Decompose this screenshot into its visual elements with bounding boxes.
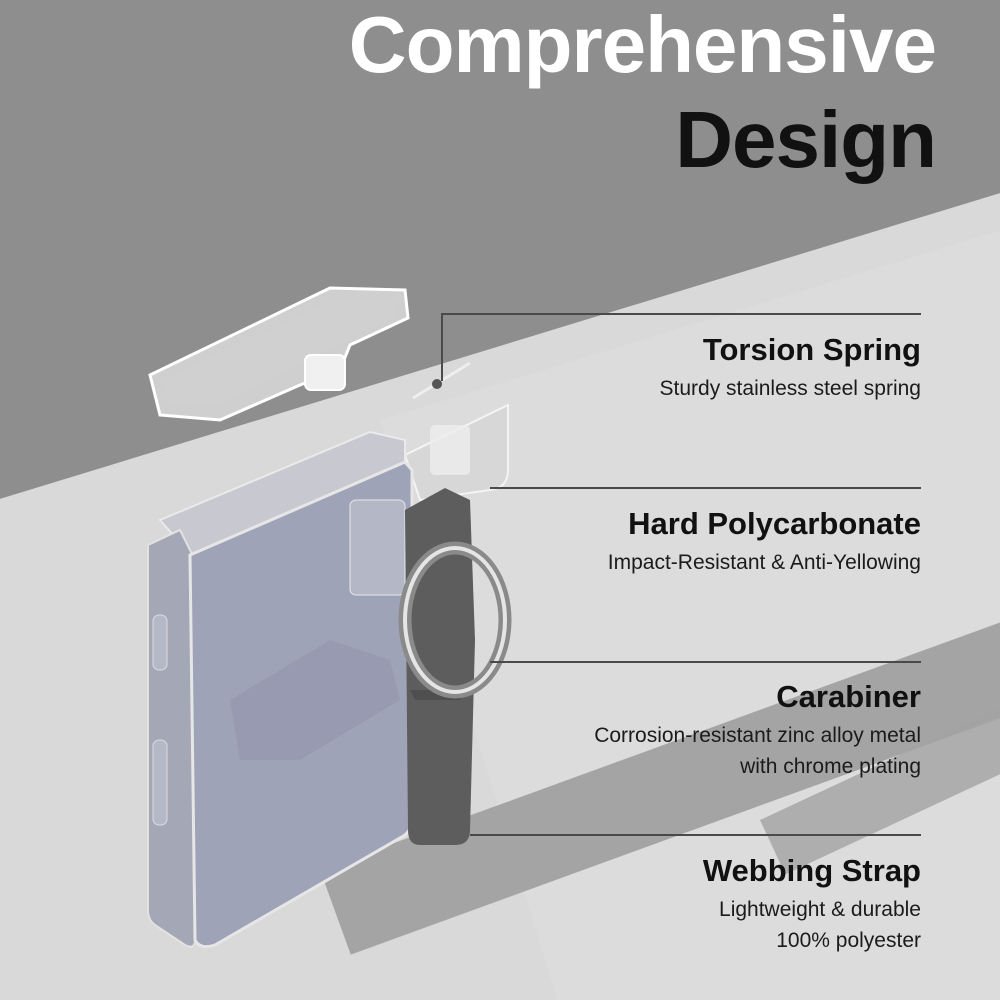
feature-description-line2: 100% polyester	[776, 929, 921, 953]
feature-description-line2: with chrome plating	[740, 755, 921, 779]
leader-line-strap	[470, 834, 921, 836]
feature-title: Torsion Spring	[702, 332, 921, 367]
cover-piece-icon	[148, 286, 410, 422]
feature-torsion-spring: Torsion Spring Sturdy stainless steel sp…	[659, 332, 921, 404]
feature-description-line1: Lightweight & durable	[719, 898, 921, 922]
leader-line-carabiner	[490, 661, 921, 663]
feature-hard-polycarbonate: Hard Polycarbonate Impact-Resistant & An…	[607, 506, 921, 578]
page-title-line2: Design	[675, 95, 937, 184]
phone-body-icon	[147, 430, 414, 949]
feature-description: Lightweight & durable 100% polyester	[703, 894, 921, 956]
feature-carabiner: Carabiner Corrosion-resistant zinc alloy…	[594, 679, 921, 782]
feature-description: Sturdy stainless steel spring	[659, 377, 921, 401]
feature-description-line1: Corrosion-resistant zinc alloy metal	[594, 724, 921, 748]
page-title-line1: Comprehensive	[348, 0, 937, 89]
feature-webbing-strap: Webbing Strap Lightweight & durable 100%…	[702, 853, 921, 956]
feature-title: Carabiner	[776, 679, 921, 714]
feature-description: Impact-Resistant & Anti-Yellowing	[607, 551, 921, 575]
leader-line-spring	[441, 313, 921, 315]
hinge-clip-icon	[403, 403, 509, 502]
leader-line-spring-vertical	[441, 313, 443, 381]
feature-title: Webbing Strap	[702, 853, 921, 888]
feature-title: Hard Polycarbonate	[628, 506, 921, 541]
leader-line-polycarbonate	[490, 487, 921, 489]
feature-description: Corrosion-resistant zinc alloy metal wit…	[594, 720, 921, 782]
carabiner-icon	[398, 541, 512, 699]
